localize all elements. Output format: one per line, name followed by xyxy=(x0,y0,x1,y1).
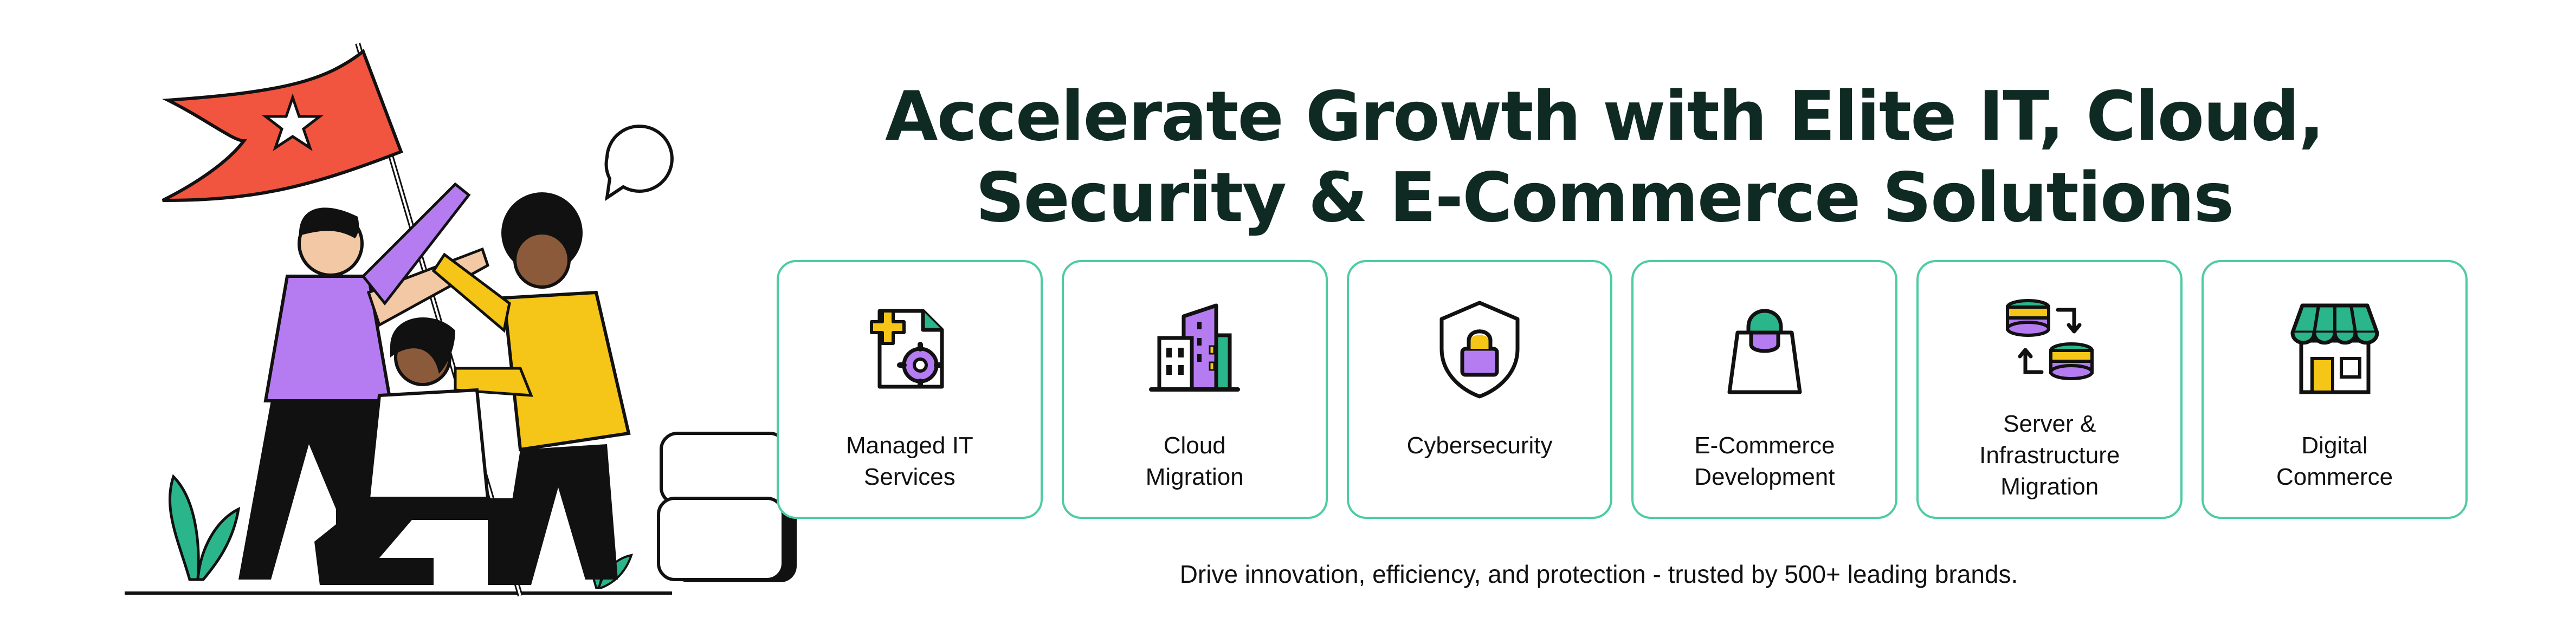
service-label: Cybersecurity xyxy=(1406,432,1553,459)
service-label: E-Commerce Development xyxy=(1694,432,1835,490)
database-transfer-icon xyxy=(1996,288,2104,396)
service-card-managed-it[interactable]: Managed IT Services xyxy=(777,260,1043,519)
storefront-icon xyxy=(2281,295,2389,403)
service-label: Managed IT Services xyxy=(846,432,973,490)
service-card-cloud-migration[interactable]: Cloud Migration xyxy=(1061,260,1328,519)
cloud-buildings-icon xyxy=(1140,295,1249,403)
headline-line-2: Security & E-Commerce Solutions xyxy=(975,158,2234,237)
document-gear-icon xyxy=(855,295,964,403)
service-card-ecommerce-development[interactable]: E-Commerce Development xyxy=(1631,260,1898,519)
service-label: Digital Commerce xyxy=(2276,432,2393,490)
shield-lock-icon xyxy=(1425,295,1534,403)
team-flag-illustration xyxy=(108,22,878,623)
service-card-server-infrastructure-migration[interactable]: Server & Infrastructure Migration xyxy=(1916,260,2183,519)
service-label: Cloud Migration xyxy=(1145,432,1244,490)
shopping-bag-icon xyxy=(1710,295,1819,403)
tagline: Drive innovation, efficiency, and protec… xyxy=(1179,560,2018,588)
headline-line-1: Accelerate Growth with Elite IT, Cloud, xyxy=(885,76,2325,156)
service-cards: Managed IT Services Cloud Migration xyxy=(777,260,2468,519)
page-title: Accelerate Growth with Elite IT, Cloud, … xyxy=(824,76,2385,238)
service-card-cybersecurity[interactable]: Cybersecurity xyxy=(1346,260,1613,519)
service-label: Server & Infrastructure Migration xyxy=(1979,411,2120,500)
service-card-digital-commerce[interactable]: Digital Commerce xyxy=(2201,260,2468,519)
